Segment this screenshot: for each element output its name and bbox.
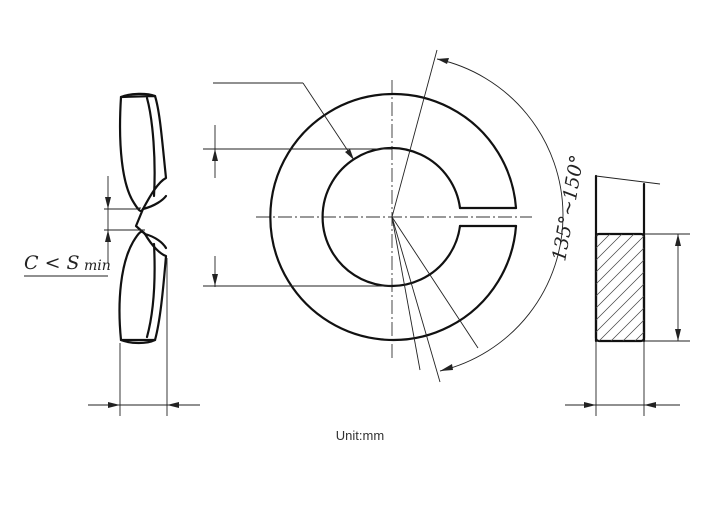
angle-label: 135°~150° (548, 153, 588, 263)
clearance-label: C < S (24, 252, 80, 274)
front-view: 135°~150° (203, 49, 589, 383)
unit-label: Unit:mm (335, 428, 385, 443)
clearance-subscript: min (84, 258, 111, 274)
section-view (565, 174, 690, 416)
side-view: C < S min (24, 92, 200, 416)
